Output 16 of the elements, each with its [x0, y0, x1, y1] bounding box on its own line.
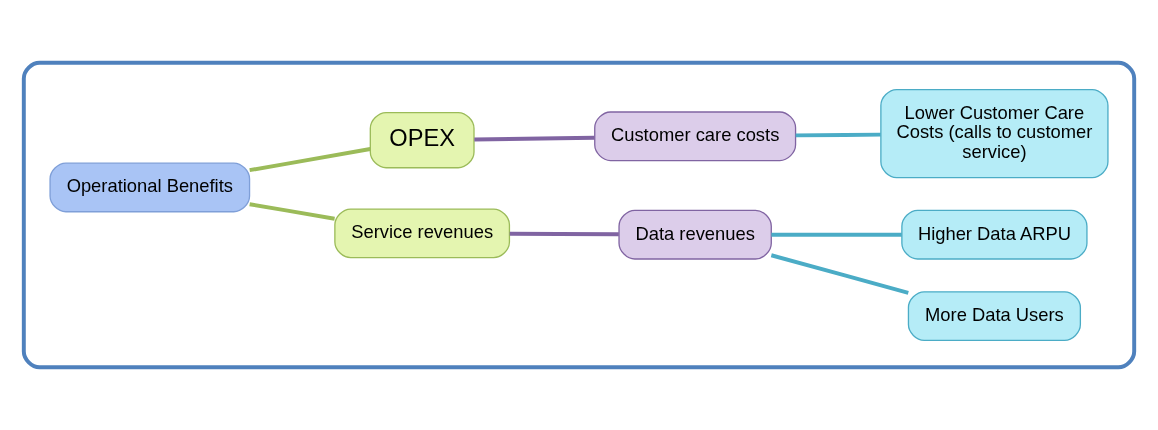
connector [474, 135, 595, 142]
connector [795, 132, 881, 138]
connector [771, 232, 902, 237]
node-box: Lower Customer Care Costs (calls to customer service) [880, 89, 1109, 179]
connector [509, 231, 619, 237]
connector [249, 147, 371, 173]
node-box: Higher Data ARPU [901, 209, 1088, 260]
node-box: OPEX [369, 111, 475, 169]
connector [249, 202, 335, 221]
connector [770, 253, 909, 295]
node-box: Customer care costs [594, 111, 797, 162]
node-box: Operational Benefits [49, 162, 251, 213]
cluster [21, 60, 1137, 370]
node-box: Service revenues [334, 208, 511, 259]
node-box: Data revenues [618, 209, 772, 260]
node-box: More Data Users [907, 291, 1082, 341]
